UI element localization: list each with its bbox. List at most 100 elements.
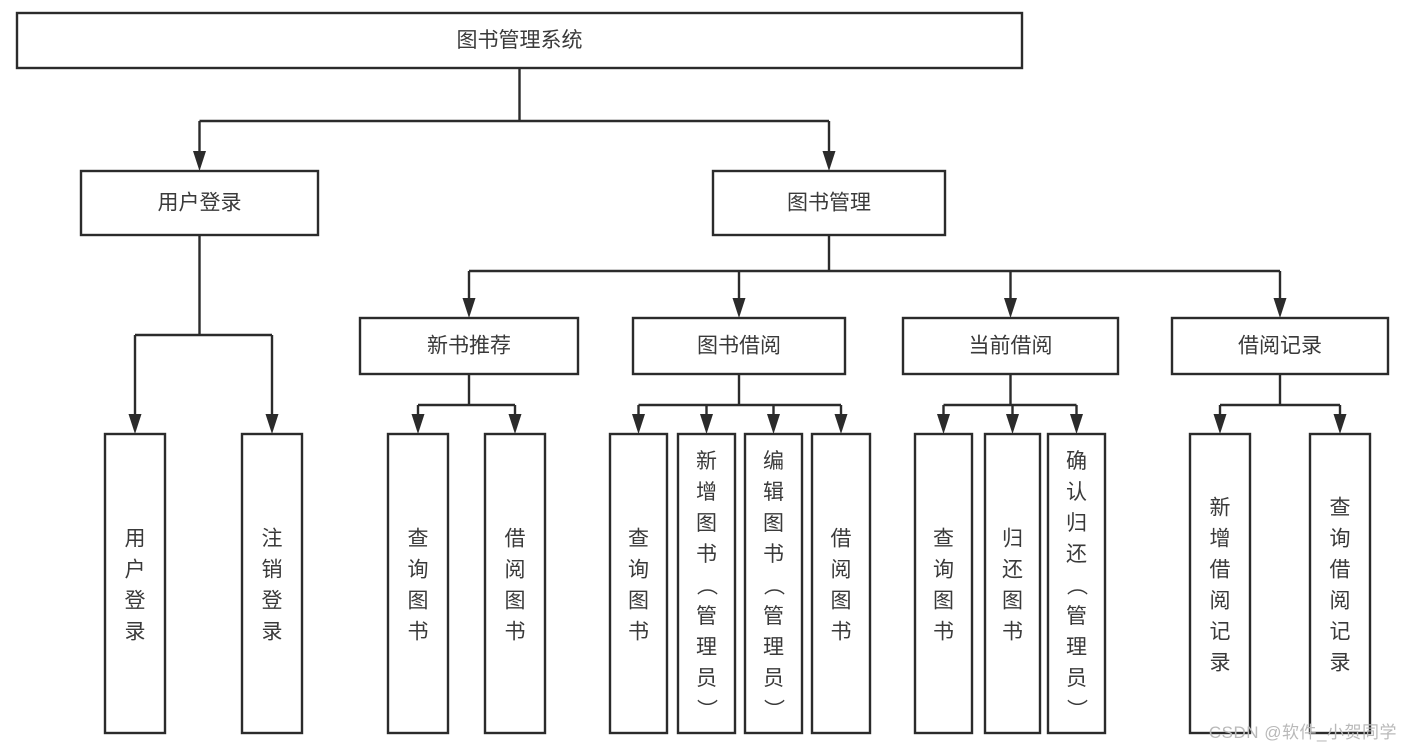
node-label-char: 阅 [1210,590,1231,613]
node-n-new-book-rec[interactable]: 新书推荐 [358,316,580,376]
node-box [240,432,304,735]
node-label-char: 增 [696,481,717,504]
node-label-char: 登 [125,590,146,613]
node-leaf-query-book-1[interactable]: 查询图书查询图书 [386,432,450,735]
node-box [15,11,1024,70]
node-label-char: 书 [933,621,954,644]
node-leaf-query-book-3[interactable]: 查询图书查询图书 [913,432,974,735]
node-label-char: 员 [1066,667,1087,690]
node-label-char: 认 [1066,481,1087,504]
node-box [1046,432,1107,735]
node-label-char: 阅 [1330,590,1351,613]
node-label-char: 询 [933,559,954,582]
node-leaf-query-record[interactable]: 查询借阅记录查询借阅记录 [1308,432,1372,735]
node-root[interactable]: 图书管理系统 [15,11,1024,70]
node-label: 当前借阅 [969,335,1053,358]
node-label-char: 归 [1066,512,1087,535]
node-label-char: 借 [505,528,526,551]
node-label-char: 员 [763,667,784,690]
node-label-char: 查 [628,528,649,551]
node-label-char: 图 [763,512,784,535]
nodes-layer: 图书管理系统用户登录图书管理新书推荐图书借阅当前借阅借阅记录用户登录用户登录注销… [15,11,1390,735]
node-leaf-user-logout[interactable]: 注销登录注销登录 [240,432,304,735]
node-leaf-add-record[interactable]: 新增借阅记录新增借阅记录 [1188,432,1252,735]
node-label-char: ） [695,699,718,720]
node-label-char: 管 [1066,605,1087,628]
node-label-char: 归 [1002,528,1023,551]
node-label-char: 图 [408,590,429,613]
node-label-char: 确 [1066,450,1087,473]
node-box [386,432,450,735]
node-leaf-query-book-2[interactable]: 查询图书查询图书 [608,432,669,735]
node-box [1188,432,1252,735]
node-leaf-borrow-book-2[interactable]: 借阅图书借阅图书 [810,432,872,735]
node-label-char: 记 [1210,621,1231,644]
node-leaf-return-book[interactable]: 归还图书归还图书 [983,432,1042,735]
node-label-char: 查 [933,528,954,551]
node-label-char: 理 [696,636,717,659]
node-box [79,169,320,237]
node-label-char: 书 [408,621,429,644]
node-label-char: 书 [628,621,649,644]
node-leaf-user-login[interactable]: 用户登录用户登录 [103,432,167,735]
node-n-book-manage[interactable]: 图书管理 [711,169,947,237]
node-label: 新书推荐 [427,335,511,358]
connector-group [193,68,836,171]
node-label-char: 书 [696,543,717,566]
node-n-current-borrow[interactable]: 当前借阅 [901,316,1120,376]
node-box [608,432,669,735]
connectors-layer [128,68,1347,434]
node-label-char: 理 [1066,636,1087,659]
node-label-char: ） [1065,699,1088,720]
node-box [631,316,847,376]
node-label-char: 增 [1210,528,1231,551]
node-label-char: 新 [696,450,717,473]
connector-group [128,235,279,434]
node-label-char: ） [762,699,785,720]
connector-group [411,374,522,434]
node-box [901,316,1120,376]
node-label: 图书管理 [787,192,871,215]
connector-group [632,374,848,434]
node-n-borrow-record[interactable]: 借阅记录 [1170,316,1390,376]
node-box [1170,316,1390,376]
connector-group [1213,374,1347,434]
node-label-char: 用 [125,528,146,551]
node-box [743,432,804,735]
node-box [483,432,547,735]
node-n-book-borrow[interactable]: 图书借阅 [631,316,847,376]
node-label-char: 管 [763,605,784,628]
node-label-char: 录 [1330,652,1351,675]
node-label-char: 登 [262,590,283,613]
node-label-char: 还 [1066,543,1087,566]
node-label-char: （ [695,575,718,596]
node-label-char: 借 [1330,559,1351,582]
node-label-char: 管 [696,605,717,628]
node-label-char: 记 [1330,621,1351,644]
node-label-char: 书 [1002,621,1023,644]
node-n-user-login[interactable]: 用户登录 [79,169,320,237]
node-box [1308,432,1372,735]
node-label-char: 图 [696,512,717,535]
node-label-char: 员 [696,667,717,690]
node-label: 用户登录 [158,192,242,215]
node-box [983,432,1042,735]
node-label-char: 阅 [831,559,852,582]
node-label-char: 录 [1210,652,1231,675]
connector-group [462,235,1287,318]
node-label-char: 编 [763,450,784,473]
node-label-char: 理 [763,636,784,659]
node-label-char: 询 [408,559,429,582]
node-box [913,432,974,735]
node-label: 图书借阅 [697,335,781,358]
node-box [103,432,167,735]
node-box [676,432,737,735]
node-label-char: （ [762,575,785,596]
node-leaf-borrow-book-1[interactable]: 借阅图书借阅图书 [483,432,547,735]
node-label-char: 新 [1210,497,1231,520]
node-label: 图书管理系统 [457,29,583,52]
